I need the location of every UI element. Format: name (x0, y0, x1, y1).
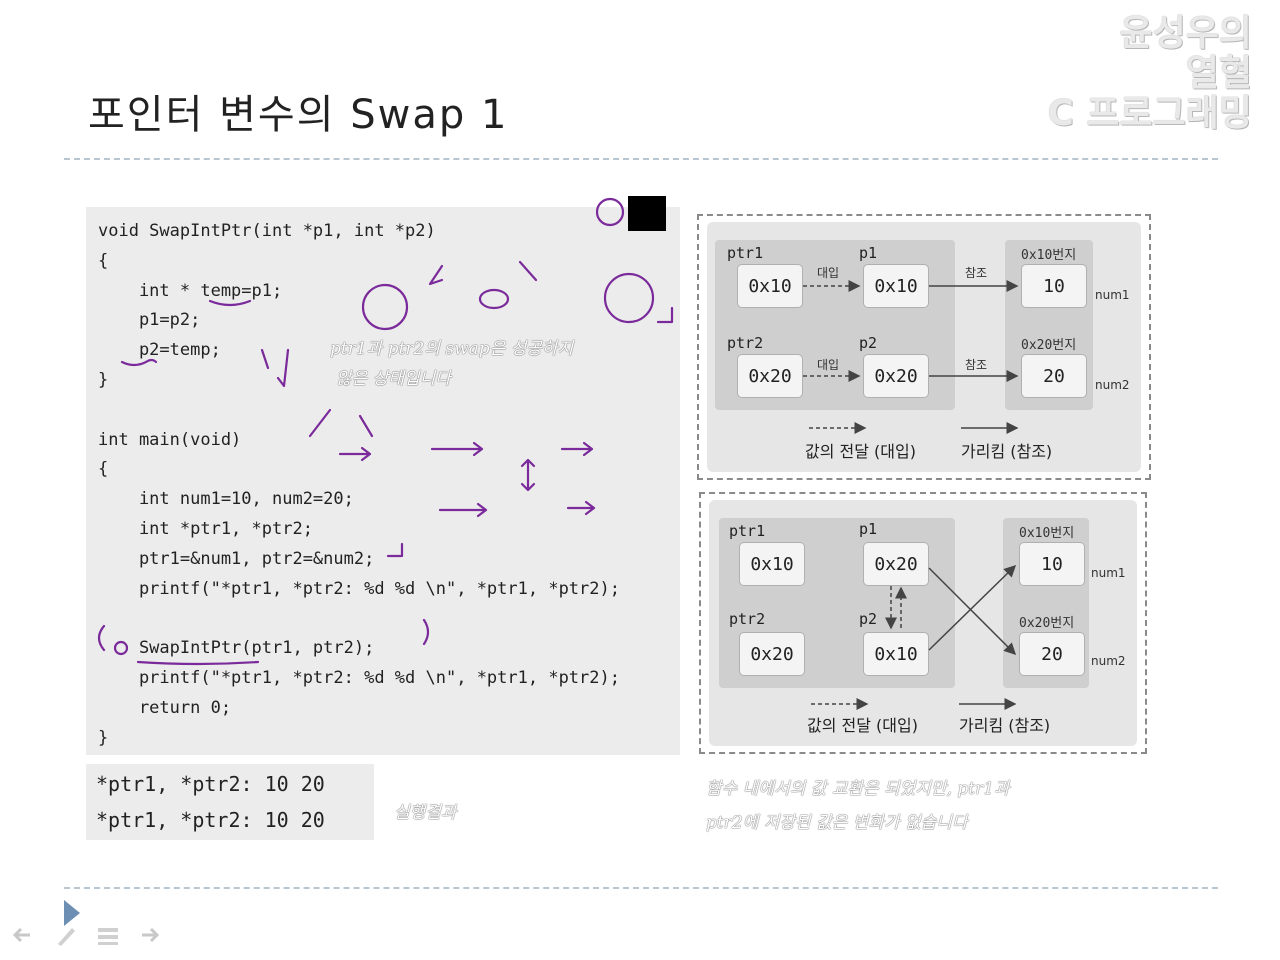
ptr2-box: 0x20 (737, 354, 803, 398)
code-line: int num1=10, num2=20; (98, 489, 354, 510)
ptr1-box: 0x10 (737, 264, 803, 308)
diagram-before-swap: ptr1 0x10 ptr2 0x20 p1 0x10 p2 0x20 대입 대… (697, 214, 1151, 480)
assign-label-1: 대입 (817, 266, 840, 280)
addr1-label: 0x10번지 (1019, 526, 1075, 541)
code-lines: void SwapIntPtr(int *p1, int *p2) { int … (98, 217, 620, 753)
ptr2-label: ptr2 (727, 334, 764, 352)
code-line: int *ptr1, *ptr2; (98, 518, 313, 539)
code-line: printf("*ptr1, *ptr2: %d %d \n", *ptr1, … (98, 667, 620, 688)
bottom-divider (64, 887, 1218, 889)
output-line: *ptr1, *ptr2: 10 20 (96, 808, 325, 832)
code-line: p2=temp; (98, 340, 221, 361)
pen-icon[interactable] (52, 922, 80, 948)
p2-label: p2 (859, 610, 878, 628)
diagram-after-swap: ptr1 0x10 ptr2 0x20 p1 0x20 p2 0x10 0x10… (699, 492, 1147, 754)
brand-line-1: 윤성우의 (1119, 13, 1252, 54)
code-line (98, 396, 620, 426)
num2-box: 20 (1021, 354, 1087, 398)
legend-pass: 값의 전달 (대입) (805, 442, 916, 461)
num2-label: num2 (1091, 654, 1126, 668)
ref-label-1: 참조 (965, 266, 988, 280)
menu-icon[interactable] (94, 922, 122, 948)
num2-label: num2 (1095, 378, 1130, 392)
brand-line-2: 열혈 (1185, 53, 1252, 94)
num1-box: 10 (1019, 542, 1085, 586)
code-line: { (98, 250, 109, 271)
code-line: } (98, 369, 109, 390)
addr2-label: 0x20번지 (1021, 338, 1077, 353)
brand-line-3: C 프로그래밍 (1047, 93, 1252, 134)
top-divider (64, 158, 1218, 160)
p1-label: p1 (859, 520, 878, 538)
addr2-label: 0x20번지 (1019, 616, 1075, 631)
code-line: } (98, 727, 109, 748)
legend-point: 가리킴 (참조) (961, 442, 1053, 461)
p1-label: p1 (859, 244, 878, 262)
code-line: return 0; (98, 697, 232, 718)
legend-pass: 값의 전달 (대입) (807, 716, 918, 735)
code-line: void SwapIntPtr(int *p1, int *p2) (98, 221, 436, 241)
p1-box: 0x10 (863, 264, 929, 308)
code-line: int * temp=p1; (98, 280, 283, 301)
addr1-label: 0x10번지 (1021, 248, 1077, 263)
ptr1-label: ptr1 (727, 244, 764, 262)
output-line: *ptr1, *ptr2: 10 20 (96, 772, 325, 796)
code-panel: void SwapIntPtr(int *p1, int *p2) { int … (86, 207, 680, 755)
output-caption: 실행결과 (394, 803, 457, 823)
code-line: { (98, 459, 109, 480)
output-panel: *ptr1, *ptr2: 10 20 *ptr1, *ptr2: 10 20 (86, 764, 374, 840)
num2-box: 20 (1019, 632, 1085, 676)
code-note-line-2: 않은 상태입니다 (336, 369, 451, 389)
code-line: ptr1=&num1, ptr2=&num2; (98, 548, 375, 569)
play-triangle-icon (64, 900, 80, 926)
p2-box: 0x20 (863, 354, 929, 398)
code-line: SwapIntPtr(ptr1, ptr2); (98, 638, 375, 659)
num1-label: num1 (1095, 288, 1130, 302)
ptr1-box: 0x10 (739, 542, 805, 586)
p2-label: p2 (859, 334, 878, 352)
ref-label-2: 참조 (965, 358, 988, 372)
ptr2-box: 0x20 (739, 632, 805, 676)
brand-logo: 윤성우의 열혈 C 프로그래밍 (1047, 14, 1252, 134)
code-note-line-1: ptr1과 ptr2의 swap은 성공하지 (330, 339, 574, 359)
legend-point: 가리킴 (참조) (959, 716, 1051, 735)
caption-line-2: ptr2에 저장된 값은 변화가 없습니다 (706, 813, 968, 833)
back-arrow-icon[interactable] (8, 922, 36, 948)
redaction-block (628, 196, 666, 231)
p1-box: 0x20 (863, 542, 929, 586)
slide-title: 포인터 변수의 Swap 1 (88, 92, 509, 138)
assign-label-2: 대입 (817, 358, 840, 372)
forward-arrow-icon[interactable] (136, 922, 164, 948)
caption-line-1: 함수 내에서의 값 교환은 되었지만, ptr1과 (706, 779, 1010, 799)
ptr2-label: ptr2 (729, 610, 766, 628)
num1-label: num1 (1091, 566, 1126, 580)
code-line: printf("*ptr1, *ptr2: %d %d \n", *ptr1, … (98, 578, 620, 599)
code-line: p1=p2; (98, 310, 201, 331)
code-line (98, 604, 620, 634)
code-line: int main(void) (98, 429, 242, 450)
p2-box: 0x10 (863, 632, 929, 676)
num1-box: 10 (1021, 264, 1087, 308)
ptr1-label: ptr1 (729, 522, 766, 540)
